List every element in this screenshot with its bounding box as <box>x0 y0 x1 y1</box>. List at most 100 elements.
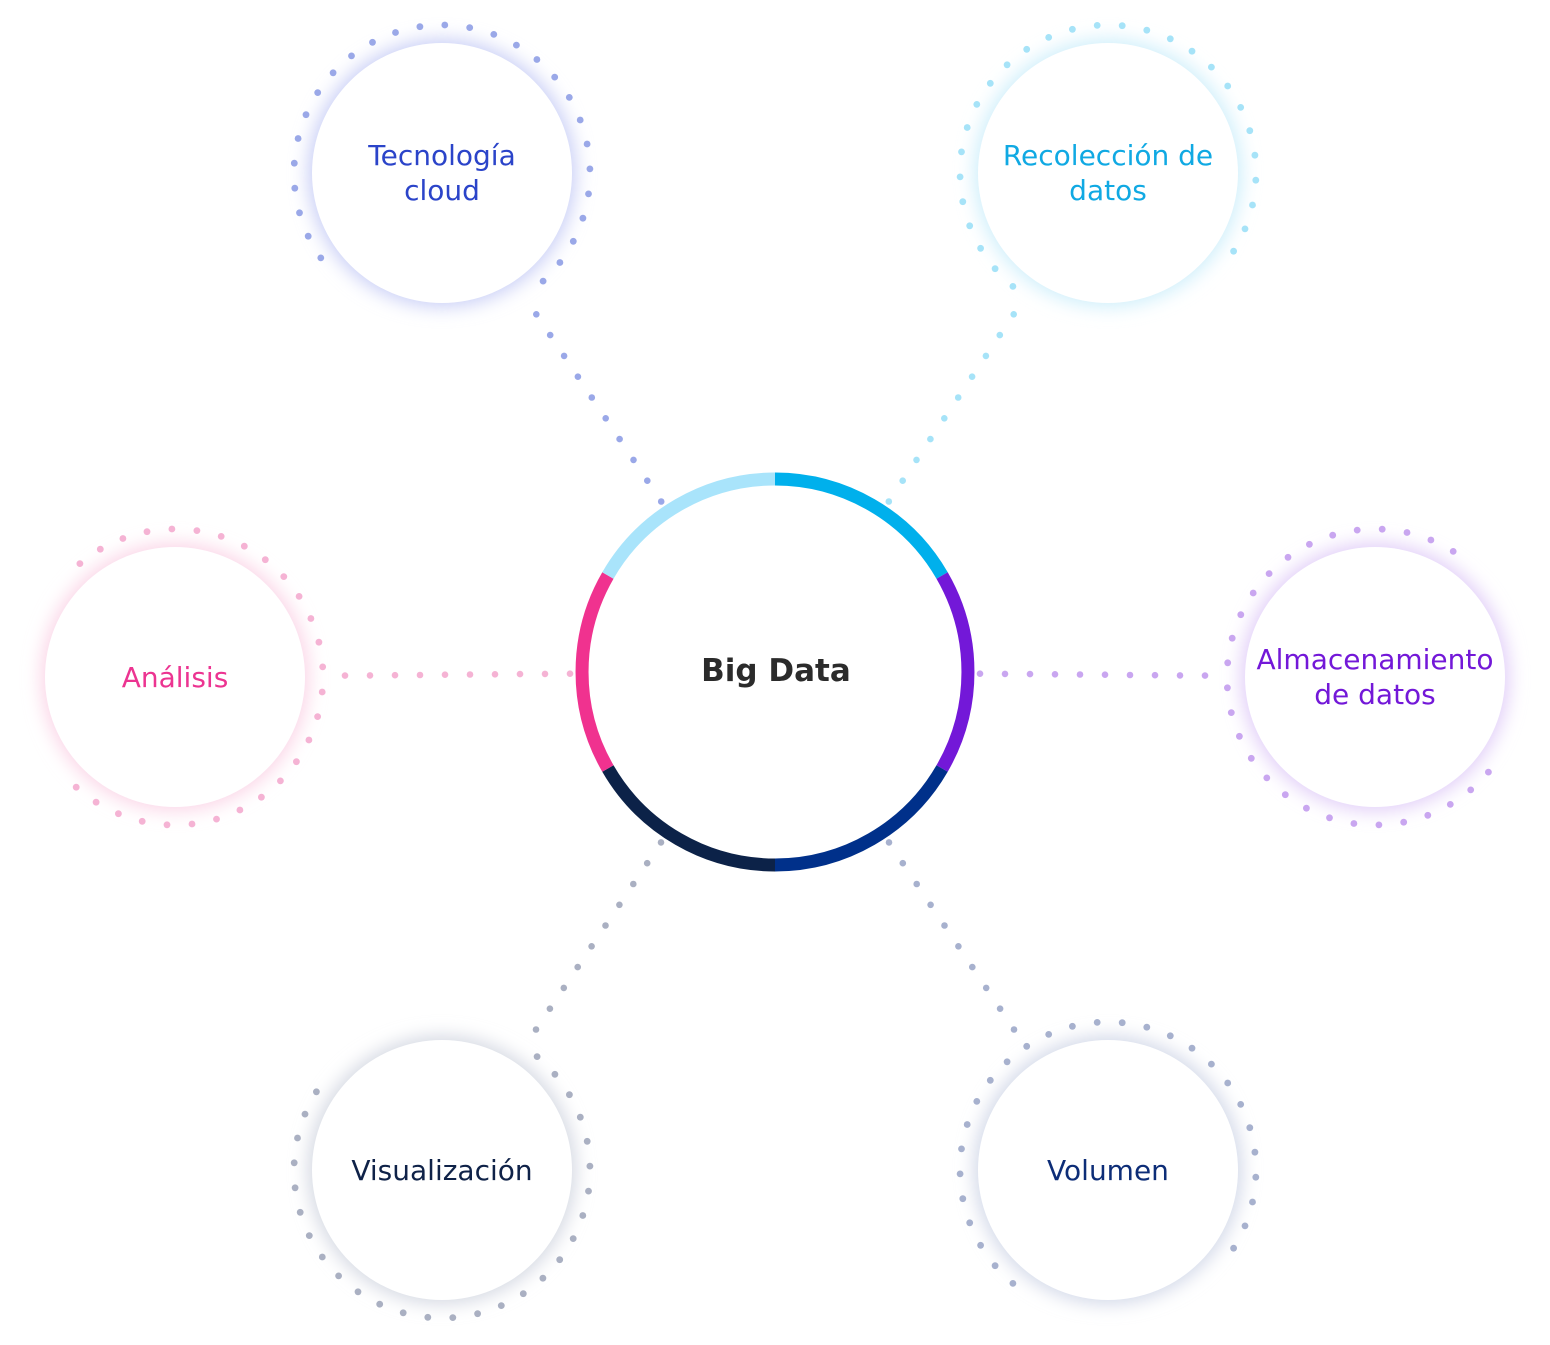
ring-dot-recoleccion-datos <box>1003 61 1011 69</box>
ring-dot-visualizacion <box>566 1091 573 1099</box>
ring-dot-recoleccion-datos <box>1246 127 1254 135</box>
ring-dot-tecnologia-cloud <box>291 184 299 192</box>
connector-dot-tecnologia-cloud <box>602 415 609 422</box>
connector-dot-volumen <box>899 859 907 867</box>
ring-dot-volumen <box>1241 1222 1249 1230</box>
ring-dot-almacenamiento-datos <box>1400 818 1408 826</box>
ring-dot-tecnologia-cloud <box>416 23 424 31</box>
ring-dot-tecnologia-cloud <box>348 52 355 60</box>
ring-dot-volumen <box>963 1121 971 1128</box>
ring-dot-analisis <box>277 777 284 785</box>
ring-dot-tecnologia-cloud <box>579 214 587 222</box>
ring-dot-recoleccion-datos <box>1045 34 1053 41</box>
ring-dot-analisis <box>193 527 201 534</box>
connector-dot-recoleccion-datos <box>913 456 920 464</box>
connector-dot-almacenamiento-datos <box>1201 672 1209 679</box>
ring-dot-recoleccion-datos <box>1237 104 1245 111</box>
ring-dot-analisis <box>236 806 244 814</box>
connector-dot-volumen <box>941 922 948 929</box>
ring-dot-tecnologia-cloud <box>513 41 520 49</box>
connector-dot-visualizacion <box>532 1026 540 1033</box>
ring-dot-visualizacion <box>301 1110 309 1118</box>
ring-dot-visualizacion <box>318 1253 326 1261</box>
connector-dot-recoleccion-datos <box>996 331 1004 339</box>
node-label-volumen: Volumen <box>1047 1153 1169 1187</box>
ring-dot-volumen <box>1093 1019 1101 1026</box>
ring-dot-analisis <box>119 535 127 542</box>
ring-dot-almacenamiento-datos <box>1284 553 1292 561</box>
ring-dot-almacenamiento-datos <box>1228 634 1236 642</box>
dot-rings <box>72 21 1492 1321</box>
ring-dot-visualizacion <box>586 1162 594 1170</box>
ring-dot-analisis <box>295 593 303 600</box>
connector-dot-almacenamiento-datos <box>1076 671 1084 678</box>
ring-dot-tecnologia-cloud <box>565 94 573 101</box>
connector-dot-almacenamiento-datos <box>976 670 984 677</box>
ring-dot-almacenamiento-datos <box>1350 820 1358 827</box>
connector-dot-almacenamiento-datos <box>1101 671 1109 678</box>
ring-dot-volumen <box>1246 1124 1254 1132</box>
ring-dot-almacenamiento-datos <box>1224 684 1231 692</box>
ring-dot-visualizacion <box>305 1232 313 1239</box>
node-label-recoleccion-datos: Recolección de datos <box>1002 139 1214 207</box>
ring-dot-tecnologia-cloud <box>329 69 337 77</box>
ring-dot-recoleccion-datos <box>991 265 999 273</box>
connector-dot-tecnologia-cloud <box>657 498 665 505</box>
connector-dot-analisis <box>516 670 524 678</box>
ring-dot-almacenamiento-datos <box>1353 526 1361 534</box>
ring-dot-analisis <box>72 783 80 791</box>
ring-dot-recoleccion-datos <box>986 79 994 87</box>
connector-dot-recoleccion-datos <box>885 498 893 505</box>
ring-dot-visualizacion <box>294 1134 301 1142</box>
ring-dot-analisis <box>188 820 196 828</box>
ring-dot-recoleccion-datos <box>1224 82 1232 90</box>
connector-dot-tecnologia-cloud <box>574 373 582 381</box>
ring-dot-volumen <box>959 1195 967 1203</box>
ring-dot-analisis <box>217 533 225 540</box>
ring-dot-visualizacion <box>583 1137 591 1145</box>
ring-dot-tecnologia-cloud <box>314 89 322 96</box>
ring-dot-tecnologia-cloud <box>569 237 577 245</box>
ring-dot-tecnologia-cloud <box>290 159 298 167</box>
ring-dot-tecnologia-cloud <box>466 24 474 31</box>
node-recoleccion-datos: Recolección de datos <box>978 43 1238 303</box>
connector-dot-visualizacion <box>546 1005 554 1012</box>
ring-dot-volumen <box>1023 1042 1031 1050</box>
ring-dot-almacenamiento-datos <box>1375 821 1383 829</box>
ring-dot-visualizacion <box>335 1272 342 1280</box>
center-ring-segment-1 <box>936 572 975 772</box>
ring-dot-visualizacion <box>474 1310 481 1318</box>
connector-dot-analisis <box>341 672 349 679</box>
connector-dot-volumen <box>996 1005 1004 1012</box>
connector-dot-analisis <box>466 671 474 678</box>
connector-dot-recoleccion-datos <box>982 352 990 360</box>
connector-dot-analisis <box>391 671 399 679</box>
ring-dot-analisis <box>319 663 327 671</box>
ring-dot-visualizacion <box>296 1208 304 1216</box>
center-ring-segment-4 <box>575 572 614 772</box>
ring-dot-recoleccion-datos <box>1241 225 1249 233</box>
connector-dot-almacenamiento-datos <box>1026 670 1034 678</box>
ring-dot-recoleccion-datos <box>1009 283 1017 290</box>
ring-dot-recoleccion-datos <box>959 198 967 206</box>
connector-dot-almacenamiento-datos <box>1051 671 1059 678</box>
ring-dot-almacenamiento-datos <box>1236 732 1243 740</box>
connector-dot-almacenamiento-datos <box>1126 671 1134 679</box>
ring-dot-almacenamiento-datos <box>1329 531 1337 539</box>
ring-dot-volumen <box>1069 1022 1076 1030</box>
ring-dot-analisis <box>258 793 265 801</box>
ring-dot-recoleccion-datos <box>1166 35 1174 43</box>
ring-dot-analisis <box>307 615 315 622</box>
ring-dot-visualizacion <box>376 1300 384 1308</box>
ring-dot-recoleccion-datos <box>1251 151 1259 159</box>
ring-dot-almacenamiento-datos <box>1237 611 1245 619</box>
ring-dot-tecnologia-cloud <box>551 73 559 81</box>
connector-dot-visualizacion <box>657 839 665 846</box>
connector-dot-analisis <box>441 671 449 678</box>
ring-dot-analisis <box>213 815 220 823</box>
ring-dot-almacenamiento-datos <box>1427 536 1435 544</box>
node-tecnologia-cloud: Tecnología cloud <box>312 43 572 303</box>
ring-dot-volumen <box>1249 1198 1256 1206</box>
ring-dot-visualizacion <box>579 1212 587 1219</box>
connector-dot-tecnologia-cloud <box>546 331 554 339</box>
